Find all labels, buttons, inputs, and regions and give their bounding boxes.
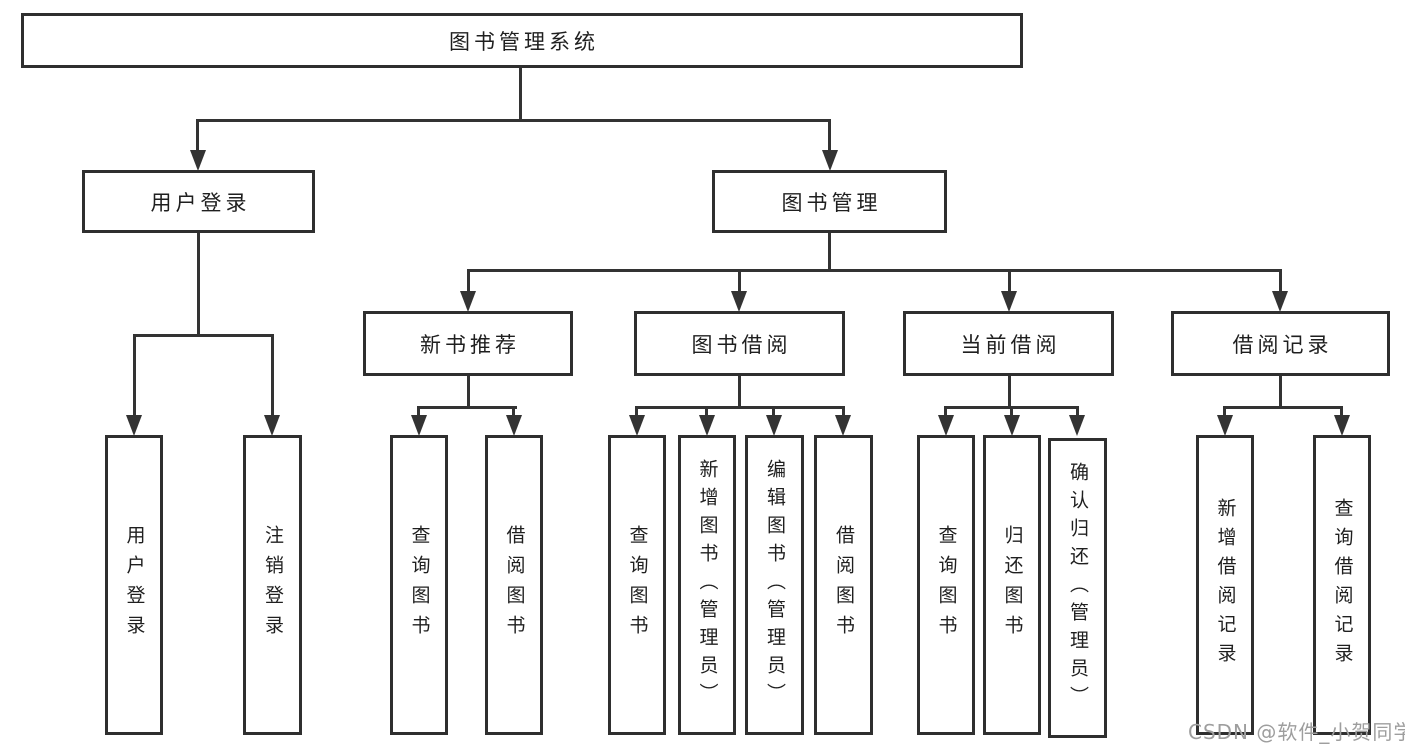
connector-drop-edit-books bbox=[772, 406, 775, 418]
connector-root-stem bbox=[519, 68, 522, 121]
node-leaf-query-borrow-record: 查询借阅记录 bbox=[1313, 435, 1371, 735]
node-label: 借阅记录 bbox=[1232, 332, 1333, 357]
connector-drop-logout bbox=[271, 334, 274, 417]
connector-new-book-stem bbox=[467, 376, 470, 409]
node-label: 确认归还（管理员） bbox=[1067, 462, 1089, 714]
connector-book-management-stem bbox=[828, 233, 831, 271]
node-label: 查询图书 bbox=[626, 525, 649, 645]
connector-user-login-stem bbox=[197, 233, 200, 337]
node-new-book-recommend: 新书推荐 bbox=[363, 311, 573, 376]
connector-drop-query-books-recommend bbox=[417, 406, 420, 418]
node-label: 借阅图书 bbox=[833, 525, 855, 645]
node-label: 查询借阅记录 bbox=[1331, 498, 1354, 672]
connector-book-borrowing-rail bbox=[635, 406, 845, 409]
node-label: 用户登录 bbox=[150, 190, 251, 215]
node-leaf-user-login: 用户登录 bbox=[105, 435, 163, 735]
node-label: 图书借阅 bbox=[691, 332, 792, 357]
node-root-library-system: 图书管理系统 bbox=[21, 13, 1023, 68]
arrowhead-new-book-recommend-icon bbox=[460, 291, 476, 312]
connector-borrowing-records-stem bbox=[1279, 376, 1282, 409]
arrowhead-query-books-recommend-icon bbox=[411, 415, 427, 436]
arrowhead-query-borrow-record-icon bbox=[1334, 415, 1350, 436]
arrowhead-query-books-current-icon bbox=[938, 415, 954, 436]
connector-drop-book-management bbox=[828, 119, 831, 152]
node-label: 注销登录 bbox=[262, 525, 284, 645]
node-user-login: 用户登录 bbox=[82, 170, 315, 233]
node-label: 查询图书 bbox=[935, 525, 958, 645]
arrowhead-add-borrow-record-icon bbox=[1217, 415, 1233, 436]
arrowhead-book-management-icon bbox=[822, 150, 838, 171]
arrowhead-current-borrowing-icon bbox=[1001, 291, 1017, 312]
node-label: 图书管理 bbox=[781, 190, 882, 215]
connector-drop-new-book-recommend bbox=[467, 269, 470, 293]
arrowhead-user-login-leaf-icon bbox=[126, 415, 142, 436]
node-leaf-return-books: 归还图书 bbox=[983, 435, 1041, 735]
node-leaf-query-books-recommend: 查询图书 bbox=[390, 435, 448, 735]
connector-user-login-rail bbox=[133, 334, 274, 337]
arrowhead-return-books-icon bbox=[1004, 415, 1020, 436]
connector-drop-current-borrowing bbox=[1008, 269, 1011, 293]
connector-new-book-rail bbox=[417, 406, 517, 409]
node-leaf-edit-books-admin: 编辑图书（管理员） bbox=[745, 435, 804, 735]
node-leaf-borrow-books: 借阅图书 bbox=[814, 435, 873, 735]
node-label: 用户登录 bbox=[123, 525, 146, 645]
node-leaf-query-books-current: 查询图书 bbox=[917, 435, 975, 735]
connector-drop-user-login bbox=[196, 119, 199, 152]
connector-level2-rail bbox=[196, 119, 831, 122]
arrowhead-add-books-icon bbox=[699, 415, 715, 436]
node-label: 图书管理系统 bbox=[449, 29, 599, 54]
connector-drop-query-borrow-record bbox=[1340, 406, 1343, 418]
connector-drop-borrow-books bbox=[842, 406, 845, 418]
node-label: 归还图书 bbox=[1001, 525, 1024, 645]
node-leaf-query-books-borrowing: 查询图书 bbox=[608, 435, 666, 735]
arrowhead-confirm-return-icon bbox=[1069, 415, 1085, 436]
connector-drop-borrow-books-recommend bbox=[512, 406, 515, 418]
connector-drop-add-books bbox=[705, 406, 708, 418]
node-leaf-add-borrow-record: 新增借阅记录 bbox=[1196, 435, 1254, 735]
node-label: 新书推荐 bbox=[420, 332, 520, 357]
arrowhead-logout-icon bbox=[264, 415, 280, 436]
node-book-borrowing: 图书借阅 bbox=[634, 311, 845, 376]
node-label: 新增借阅记录 bbox=[1214, 498, 1237, 672]
arrowhead-user-login-icon bbox=[190, 150, 206, 171]
connector-drop-borrowing-records bbox=[1279, 269, 1282, 293]
arrowhead-query-books-borrowing-icon bbox=[629, 415, 645, 436]
connector-drop-query-books-current bbox=[944, 406, 947, 418]
connector-drop-add-borrow-record bbox=[1223, 406, 1226, 418]
arrowhead-borrow-books-icon bbox=[835, 415, 851, 436]
node-leaf-logout: 注销登录 bbox=[243, 435, 302, 735]
connector-drop-confirm-return bbox=[1076, 406, 1079, 418]
node-label: 查询图书 bbox=[408, 525, 431, 645]
node-label: 当前借阅 bbox=[960, 332, 1061, 357]
arrowhead-borrow-books-recommend-icon bbox=[506, 415, 522, 436]
connector-level3-rail bbox=[467, 269, 1282, 272]
node-borrowing-records: 借阅记录 bbox=[1171, 311, 1390, 376]
node-leaf-add-books-admin: 新增图书（管理员） bbox=[678, 435, 736, 735]
connector-drop-book-borrowing bbox=[738, 269, 741, 293]
node-label: 编辑图书（管理员） bbox=[764, 459, 786, 711]
node-book-management: 图书管理 bbox=[712, 170, 947, 233]
node-current-borrowing: 当前借阅 bbox=[903, 311, 1114, 376]
connector-drop-return-books bbox=[1010, 406, 1013, 418]
connector-drop-user-login-leaf bbox=[133, 334, 136, 417]
connector-book-borrowing-stem bbox=[738, 376, 741, 409]
arrowhead-edit-books-icon bbox=[766, 415, 782, 436]
node-leaf-borrow-books-recommend: 借阅图书 bbox=[485, 435, 543, 735]
node-label: 借阅图书 bbox=[503, 525, 526, 645]
csdn-watermark: CSDN @软件_小贺同学 bbox=[1188, 720, 1405, 744]
arrowhead-book-borrowing-icon bbox=[731, 291, 747, 312]
connector-drop-query-books-borrowing bbox=[635, 406, 638, 418]
connector-current-borrowing-stem bbox=[1008, 376, 1011, 409]
node-label: 新增图书（管理员） bbox=[696, 459, 719, 711]
arrowhead-borrowing-records-icon bbox=[1272, 291, 1288, 312]
node-leaf-confirm-return-admin: 确认归还（管理员） bbox=[1048, 438, 1107, 738]
connector-borrowing-records-rail bbox=[1223, 406, 1343, 409]
